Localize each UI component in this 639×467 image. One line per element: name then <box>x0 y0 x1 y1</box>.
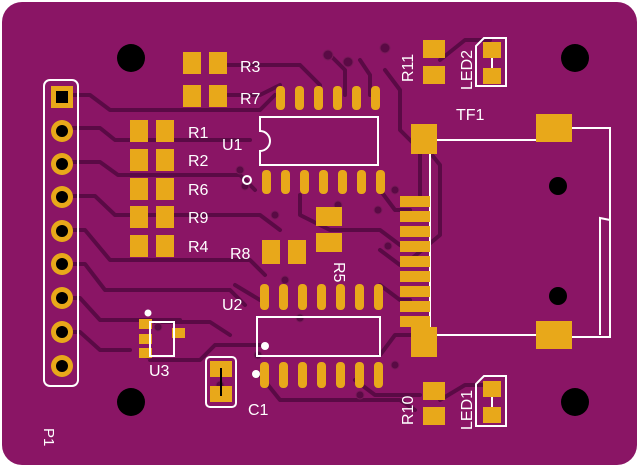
microsd-socket-outline <box>429 127 611 338</box>
header-p1-pins <box>51 86 73 377</box>
resistor-r6: R6 <box>130 178 209 200</box>
ic-u2-pin1-mark <box>261 342 269 350</box>
resistor-r11: R11 <box>400 40 445 84</box>
microsd-socket-tf1: TF1 <box>400 107 611 357</box>
label-r9: R9 <box>188 210 209 227</box>
label-r8: R8 <box>230 246 251 263</box>
label-r5: R5 <box>330 262 347 283</box>
resistor-r1: R1 <box>130 120 209 142</box>
label-c1: C1 <box>248 402 269 419</box>
label-led2: LED2 <box>459 50 476 90</box>
label-r3: R3 <box>240 59 261 76</box>
label-u3: U3 <box>149 363 170 380</box>
ic-u1-pin1-mark <box>242 175 252 185</box>
resistor-r5: R5 <box>316 207 347 283</box>
mounting-hole-top-left <box>117 44 145 72</box>
resistor-r9: R9 <box>130 206 209 228</box>
resistor-r8: R8 <box>230 240 306 264</box>
ic-u2-dot <box>252 370 260 378</box>
label-led1: LED1 <box>459 390 476 430</box>
label-p1: P1 <box>40 428 57 446</box>
ic-u3: U3 <box>139 309 185 380</box>
led-led1: LED1 <box>459 375 507 430</box>
resistor-r3: R3 <box>183 52 261 76</box>
label-tf1: TF1 <box>456 107 485 124</box>
label-r7: R7 <box>240 91 261 108</box>
ic-u1-pins <box>262 86 385 194</box>
ic-u1-outline <box>259 116 379 166</box>
microsd-socket-hole-bottom <box>549 287 567 305</box>
mounting-hole-bottom-right <box>561 388 589 416</box>
label-r4: R4 <box>188 239 209 256</box>
label-r11: R11 <box>400 54 417 82</box>
label-u2: U2 <box>222 297 243 314</box>
ic-u1: U1 <box>222 86 385 194</box>
mounting-holes <box>117 44 589 416</box>
ic-u2: U2 <box>222 284 383 388</box>
resistor-r10: R10 <box>400 382 445 425</box>
label-r1: R1 <box>188 125 209 142</box>
mounting-hole-top-right <box>561 44 589 72</box>
resistor-r4: R4 <box>130 235 209 257</box>
ic-u3-outline <box>149 321 175 357</box>
header-p1: P1 <box>40 79 79 446</box>
ic-u2-outline <box>256 316 381 357</box>
led-led2: LED2 <box>459 37 507 90</box>
ic-u3-pin1-mark <box>144 309 152 317</box>
capacitor-c1: C1 <box>205 356 269 419</box>
header-p1-silkscreen <box>43 79 79 387</box>
resistor-r2: R2 <box>130 149 209 171</box>
ic-u2-pins <box>260 284 383 388</box>
label-r10: R10 <box>400 396 417 425</box>
resistor-r7: R7 <box>183 85 261 108</box>
label-r2: R2 <box>188 153 209 170</box>
microsd-socket-hole-top <box>549 177 567 195</box>
label-r6: R6 <box>188 182 209 199</box>
mounting-hole-bottom-left <box>117 388 145 416</box>
microsd-socket-pins <box>400 196 430 327</box>
label-u1: U1 <box>222 137 243 154</box>
